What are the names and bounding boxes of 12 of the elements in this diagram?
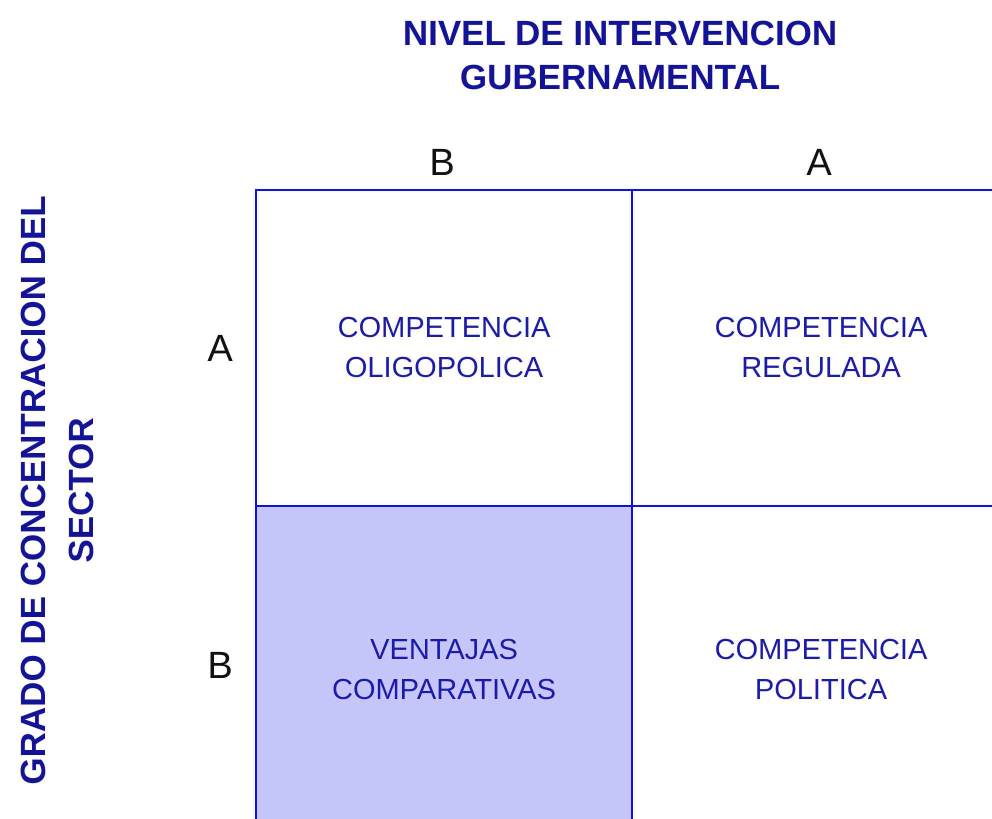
axis-title: NIVEL DE INTERVENCION GUBERNAMENTAL [402,13,838,99]
quadrant-label: COMPETENCIA REGULADA [714,311,928,386]
quadrant-label: COMPETENCIA POLITICA [714,633,928,708]
quadrant-label: VENTAJAS COMPARATIVAS [331,633,557,708]
column-label: B [428,142,456,185]
matrix-cell [255,505,633,819]
column-label: A [805,142,833,185]
quadrant-label: COMPETENCIA OLIGOPOLICA [336,311,552,386]
row-label: B [206,645,234,688]
axis-title: GRADO DE CONCENTRACION DEL SECTOR [13,195,102,785]
matrix-cell [255,189,633,507]
row-label: A [206,328,234,371]
